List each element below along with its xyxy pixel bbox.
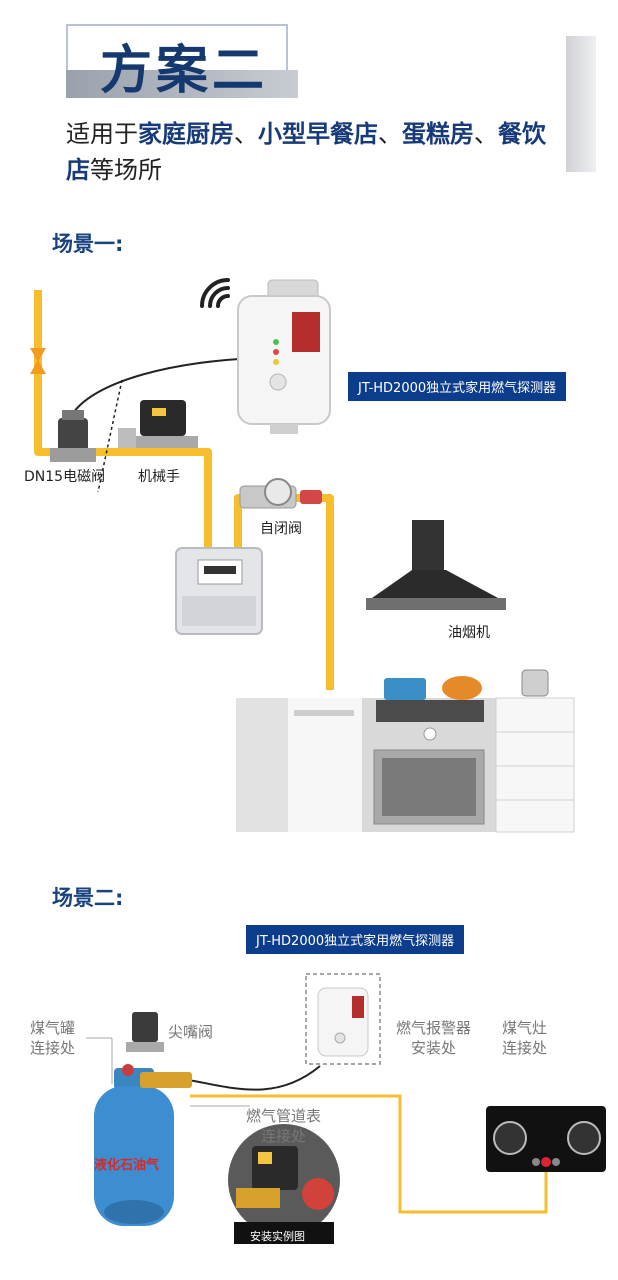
gas-stove	[486, 1106, 606, 1172]
lpg-tank	[94, 1064, 192, 1226]
gas-meter	[175, 547, 263, 635]
decorative-side-bar	[566, 36, 596, 172]
scene2-product-tag: JT-HD2000独立式家用燃气探测器	[246, 925, 465, 954]
place-home-kitchen: 家庭厨房	[138, 119, 234, 148]
install-example-photo	[228, 1124, 340, 1244]
label-range-hood: 油烟机	[448, 625, 490, 641]
scene2-illustration	[86, 973, 606, 1244]
label-manipulator: 机械手	[138, 469, 180, 485]
wifi-icon	[200, 278, 230, 308]
detector-frame	[305, 973, 381, 1065]
gas-hose	[190, 1094, 548, 1214]
label-solenoid-valve: DN15电磁阀	[24, 469, 106, 485]
signal-cable	[69, 357, 263, 419]
scene1-product-tag: JT-HD2000独立式家用燃气探测器	[348, 372, 567, 401]
scene2-title: 场景二:	[52, 886, 124, 910]
stove-pots	[384, 669, 549, 700]
gas-detector-device	[317, 987, 369, 1057]
flow-arrow-icon	[30, 348, 46, 362]
solenoid-valve	[50, 410, 96, 462]
lpg-tank-text: 液化石油气	[94, 1158, 160, 1173]
title-underband	[66, 70, 298, 98]
page-title: 方案二	[100, 41, 269, 101]
gas-detector-device	[237, 279, 331, 434]
range-hood	[366, 520, 506, 610]
scene1-title: 场景一:	[52, 232, 124, 256]
kitchen-counter	[236, 697, 575, 833]
label-stove-connection: 煤气灶 连接处	[502, 1019, 548, 1057]
subtitle-prefix: 适用于	[66, 120, 138, 148]
scene1-illustration	[30, 278, 575, 833]
label-meter-connection: 燃气管道表 连接处	[246, 1107, 322, 1145]
label-nozzle-valve: 尖嘴阀	[168, 1023, 214, 1041]
nozzle-valve-device	[126, 1012, 164, 1052]
manipulator-device	[118, 400, 198, 448]
place-restaurant: 餐饮店	[66, 119, 546, 184]
dotted-divider	[97, 379, 123, 493]
subtitle-suffix: 等场所	[90, 156, 162, 184]
label-self-closing-valve: 自闭阀	[260, 521, 302, 537]
install-example-caption: 安装实例图	[250, 1230, 305, 1243]
label-tank-connection: 煤气罐 连接处	[30, 1019, 76, 1057]
subtitle: 适用于家庭厨房、小型早餐店、蛋糕房、餐饮店等场所	[66, 119, 546, 184]
place-bakery: 蛋糕房	[402, 119, 474, 148]
place-breakfast-shop: 小型早餐店	[258, 119, 378, 148]
self-closing-valve	[239, 478, 322, 509]
label-alarm-install: 燃气报警器 安装处	[396, 1019, 472, 1057]
